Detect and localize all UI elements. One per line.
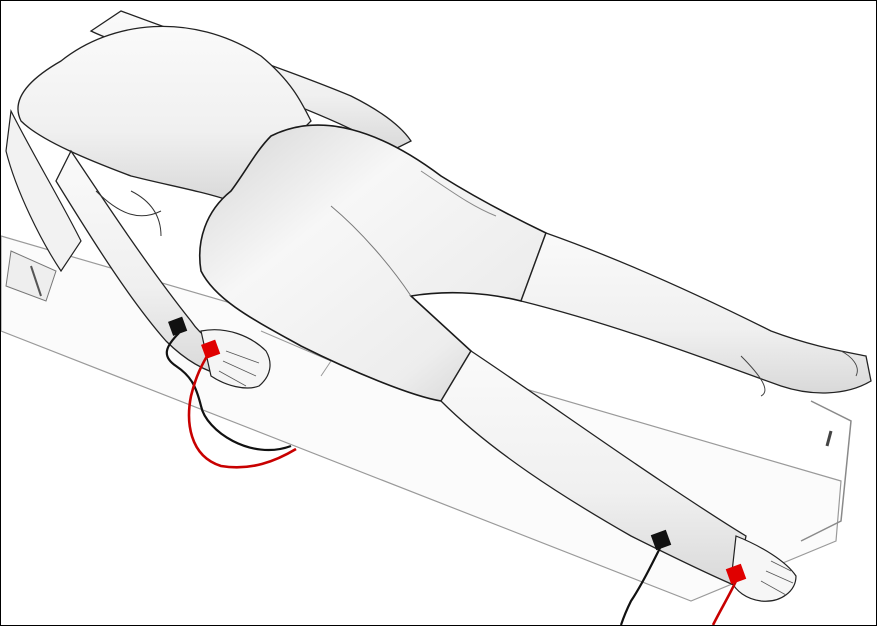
upper-leg	[521, 233, 871, 396]
